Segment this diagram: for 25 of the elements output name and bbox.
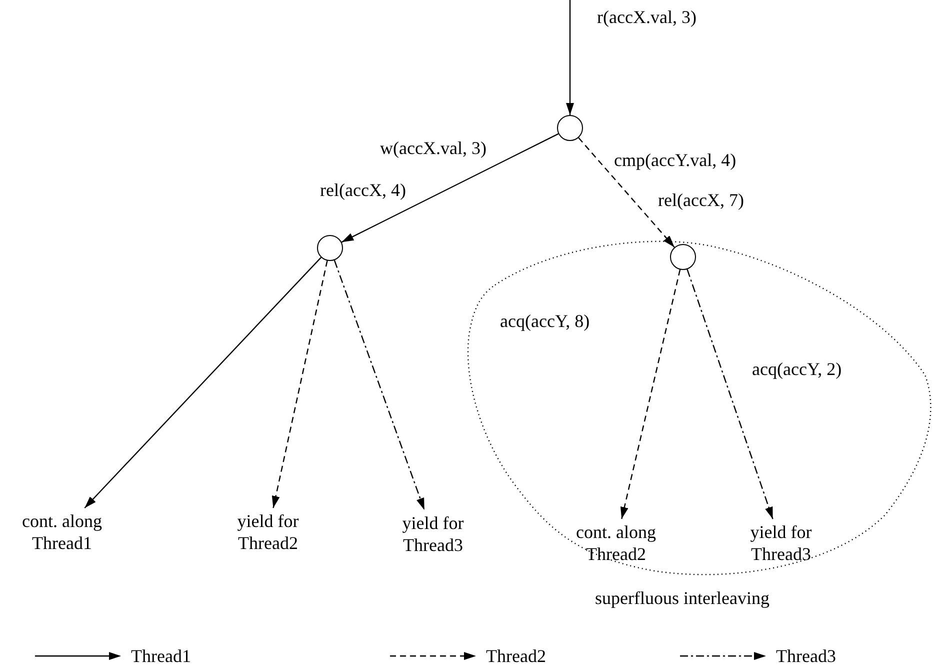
outcome-text: cont. along Thread1: [8, 510, 116, 554]
edge-label: r(accX.val, 3): [597, 6, 698, 28]
arrow: [341, 133, 559, 243]
state-circle: [670, 244, 696, 270]
region-caption: superfluous interleaving: [595, 588, 770, 609]
arrow: [566, 0, 574, 115]
legend-label: Thread3: [776, 646, 836, 666]
arrow: [84, 257, 322, 508]
outcome-text: yield for Thread2: [222, 510, 314, 554]
arrow: [686, 269, 774, 520]
outcome-text: cont. along Thread2: [560, 521, 672, 565]
legend-label: Thread1: [131, 646, 191, 666]
arrow: [272, 260, 328, 508]
arrow: [620, 270, 681, 520]
state-circle: [317, 235, 343, 261]
edge-label: cmp(accY.val, 4) rel(accX, 7): [614, 149, 745, 212]
outcome-text: yield for Thread3: [735, 521, 827, 565]
arrow: [334, 260, 425, 510]
edge-label: acq(accY, 8): [500, 310, 591, 332]
legend-label: Thread2: [486, 646, 546, 666]
edge-label: acq(accY, 2): [752, 358, 843, 380]
outcome-text: yield for Thread3: [387, 512, 479, 556]
edge-label: w(accX.val, 3) rel(accX, 4): [320, 137, 488, 202]
state-circle: [557, 115, 583, 141]
arrow: [578, 137, 675, 248]
